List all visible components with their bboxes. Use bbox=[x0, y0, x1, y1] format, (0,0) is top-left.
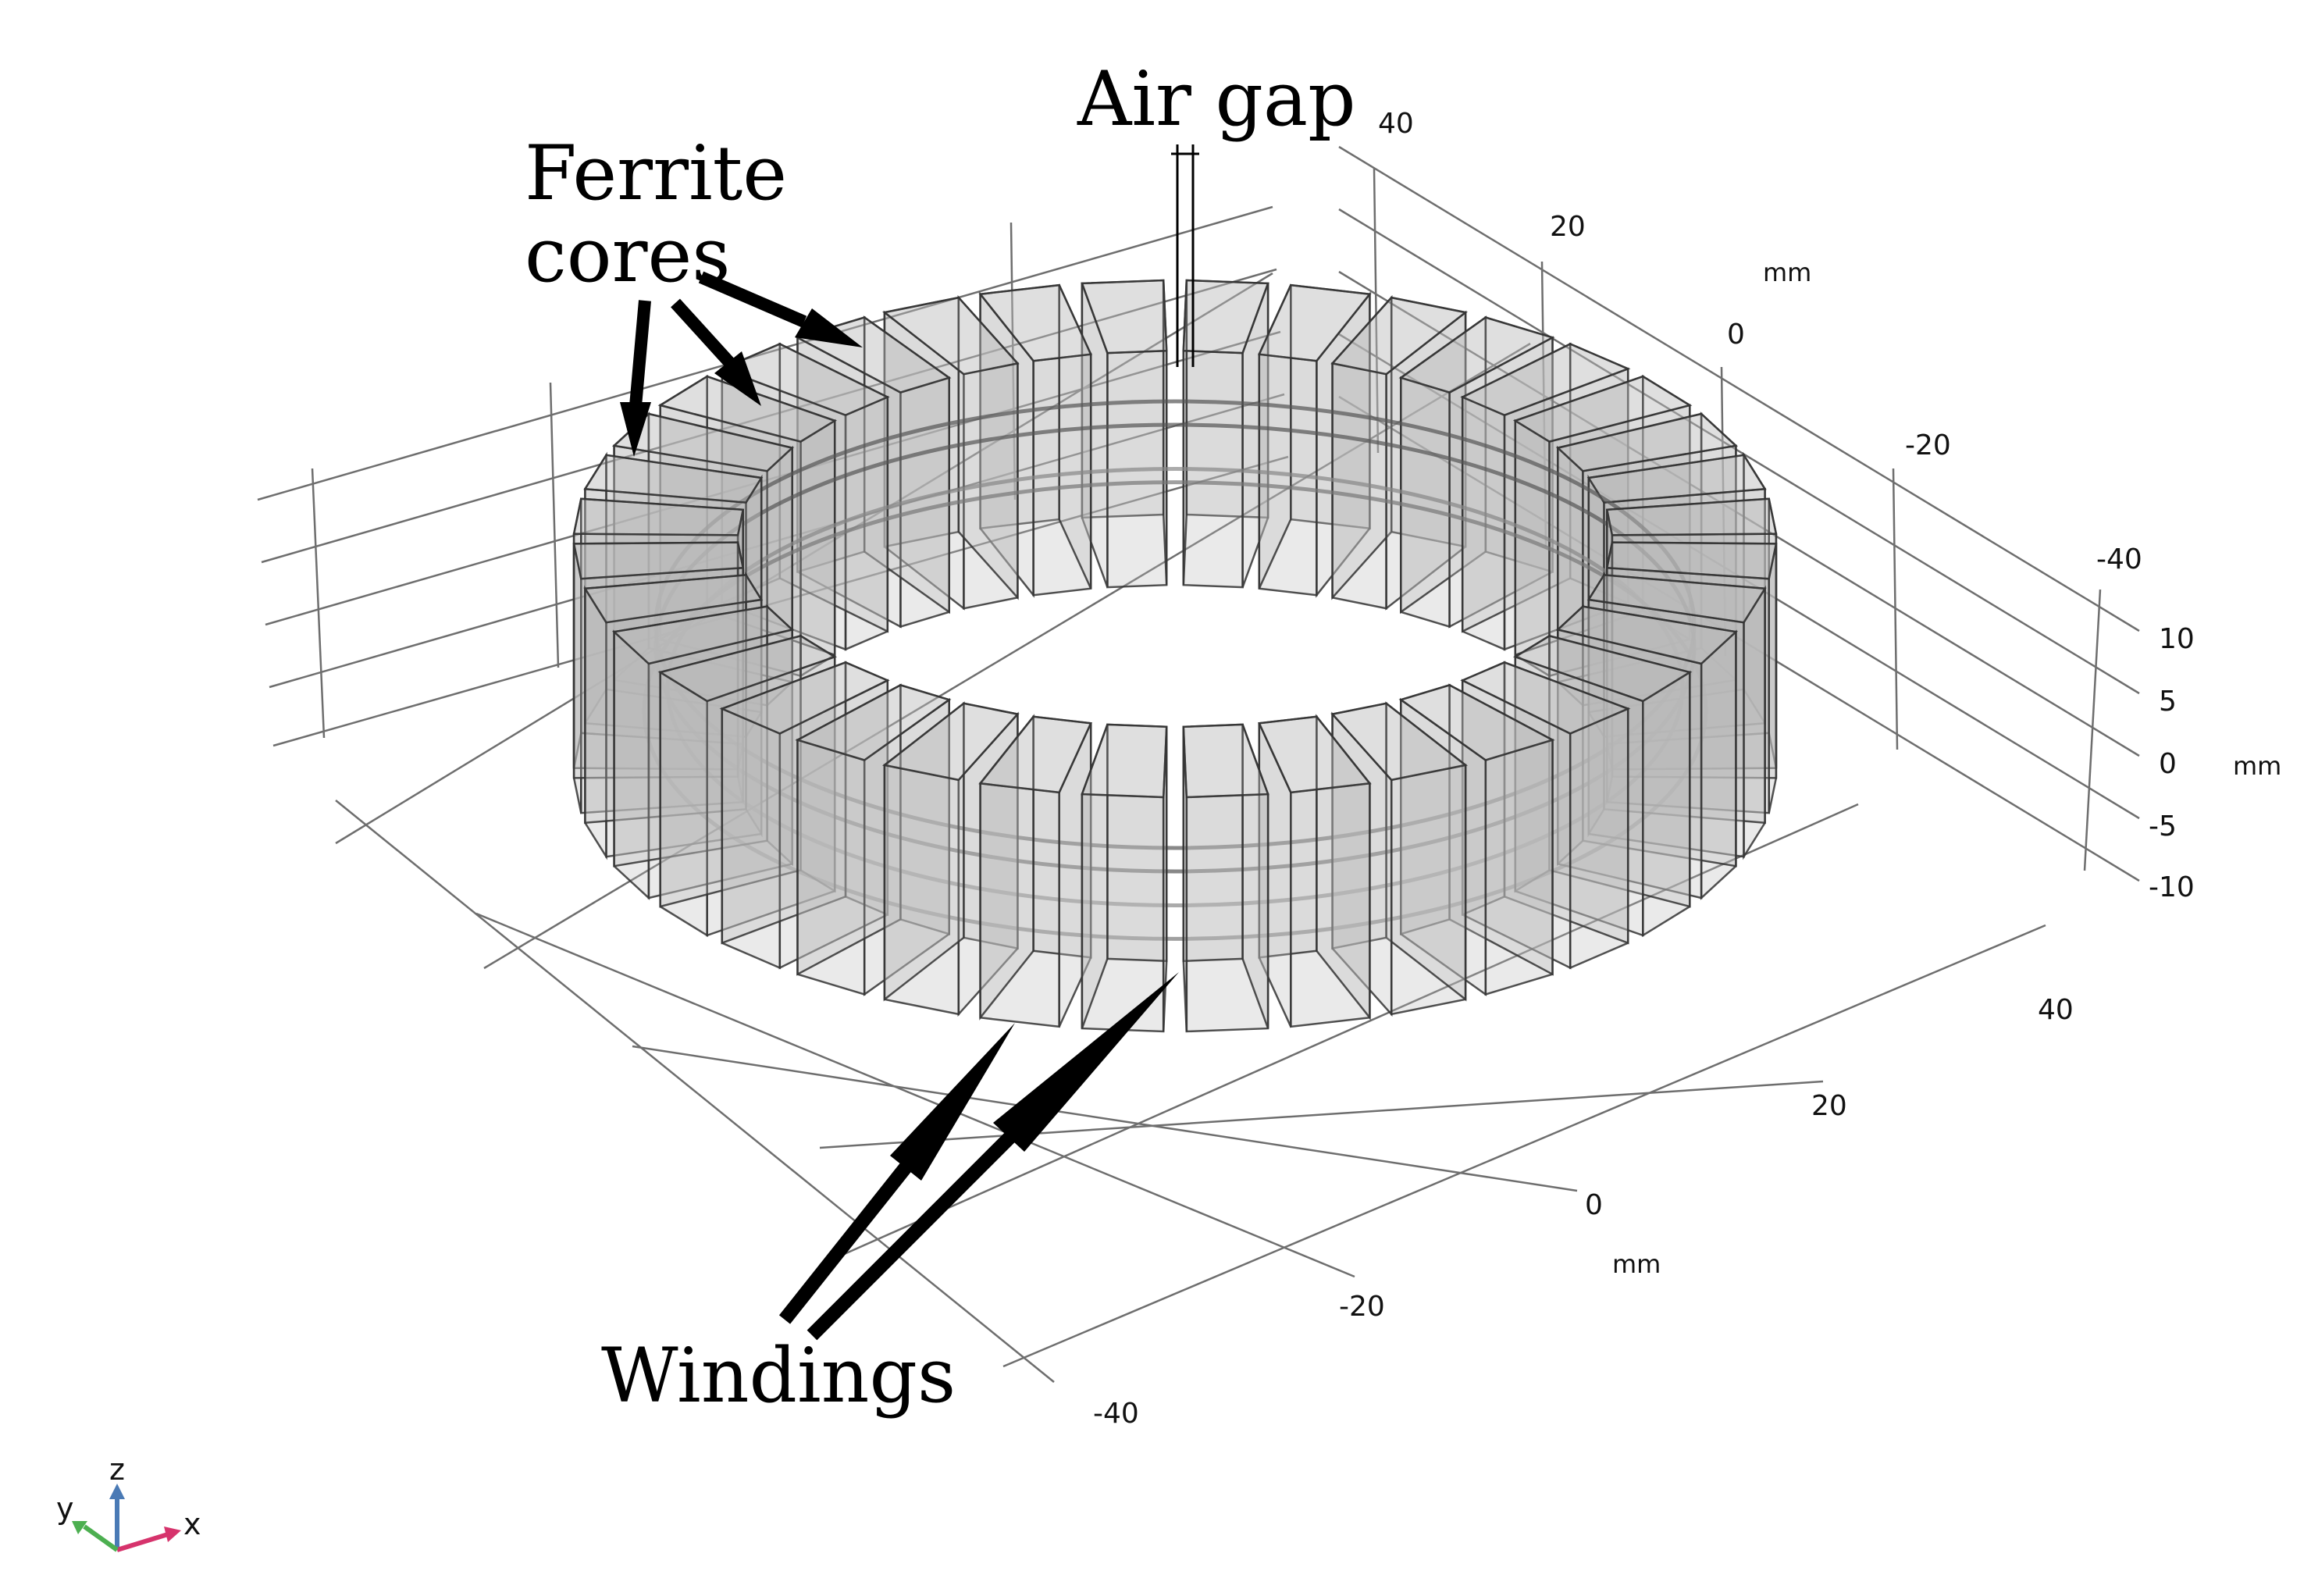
y-tick-label: 20 bbox=[1550, 211, 1586, 243]
z-tick-label: -5 bbox=[2149, 810, 2177, 843]
y-tick-label: 40 bbox=[1378, 108, 1414, 140]
ferrite-core bbox=[1398, 315, 1555, 629]
triad-x-icon bbox=[116, 1532, 169, 1552]
ferrite-core bbox=[719, 661, 890, 970]
ferrite-core bbox=[583, 451, 764, 740]
x-tick-label: -20 bbox=[1339, 1291, 1385, 1323]
ferrite-core bbox=[1182, 723, 1269, 1033]
z-tick-label: 0 bbox=[2159, 748, 2177, 780]
ferrite-core bbox=[1512, 374, 1693, 678]
ferrite-core bbox=[881, 701, 1020, 1017]
ferrite-core bbox=[1182, 279, 1269, 589]
ferrite-core bbox=[1081, 279, 1168, 589]
y-tick-label: -40 bbox=[2096, 543, 2142, 575]
triad-z-label: z bbox=[109, 1452, 125, 1487]
windings-label: Windings bbox=[601, 1332, 956, 1420]
y-unit-label: mm bbox=[1763, 258, 1811, 287]
y-tick-label: -20 bbox=[1905, 429, 1951, 461]
ferrite-core bbox=[1257, 714, 1372, 1028]
ferrite-core bbox=[881, 294, 1020, 611]
z-tick-label: -10 bbox=[2149, 871, 2195, 903]
ferrite-arrows bbox=[620, 271, 863, 457]
triad-y-label: y bbox=[56, 1491, 74, 1526]
ferrite-core bbox=[1330, 701, 1469, 1017]
triad-y-icon bbox=[83, 1524, 119, 1552]
ferrite-cores bbox=[572, 279, 1778, 1033]
x-tick-label: 40 bbox=[2038, 994, 2074, 1026]
air-gap-label: Air gap bbox=[1077, 55, 1356, 143]
ferrite-label-line1: Ferrite bbox=[525, 130, 787, 217]
ferrite-core bbox=[1330, 294, 1469, 611]
right-wall-grid bbox=[1338, 145, 2140, 882]
ferrite-core bbox=[1605, 497, 1778, 771]
orientation-triad: z x y bbox=[56, 1452, 201, 1552]
back-wall-grid bbox=[257, 205, 1289, 747]
x-tick-label: -40 bbox=[1093, 1398, 1139, 1430]
ferrite-core bbox=[657, 634, 838, 938]
windings bbox=[642, 399, 1708, 941]
triad-x-label: x bbox=[183, 1507, 201, 1541]
ferrite-core bbox=[1512, 634, 1693, 938]
x-tick-label: 0 bbox=[1585, 1189, 1603, 1221]
floor-grid bbox=[335, 272, 2046, 1383]
winding-arrows bbox=[778, 972, 1179, 1341]
ferrite-core bbox=[978, 283, 1093, 598]
x-tick-label: 20 bbox=[1811, 1090, 1847, 1122]
air-gap-marker bbox=[1171, 144, 1199, 367]
ferrite-core bbox=[1081, 723, 1168, 1033]
ferrite-core bbox=[978, 714, 1093, 1028]
ferrite-core bbox=[1257, 283, 1372, 598]
ferrite-core bbox=[572, 541, 745, 814]
x-unit-label: mm bbox=[1612, 1249, 1661, 1279]
z-unit-label: mm bbox=[2233, 751, 2281, 781]
ferrite-label-line2: cores bbox=[525, 212, 731, 299]
y-tick-label: 0 bbox=[1727, 319, 1745, 351]
z-tick-label: 5 bbox=[2159, 686, 2177, 718]
ferrite-core bbox=[1460, 661, 1631, 970]
z-tick-label: 10 bbox=[2159, 623, 2195, 655]
